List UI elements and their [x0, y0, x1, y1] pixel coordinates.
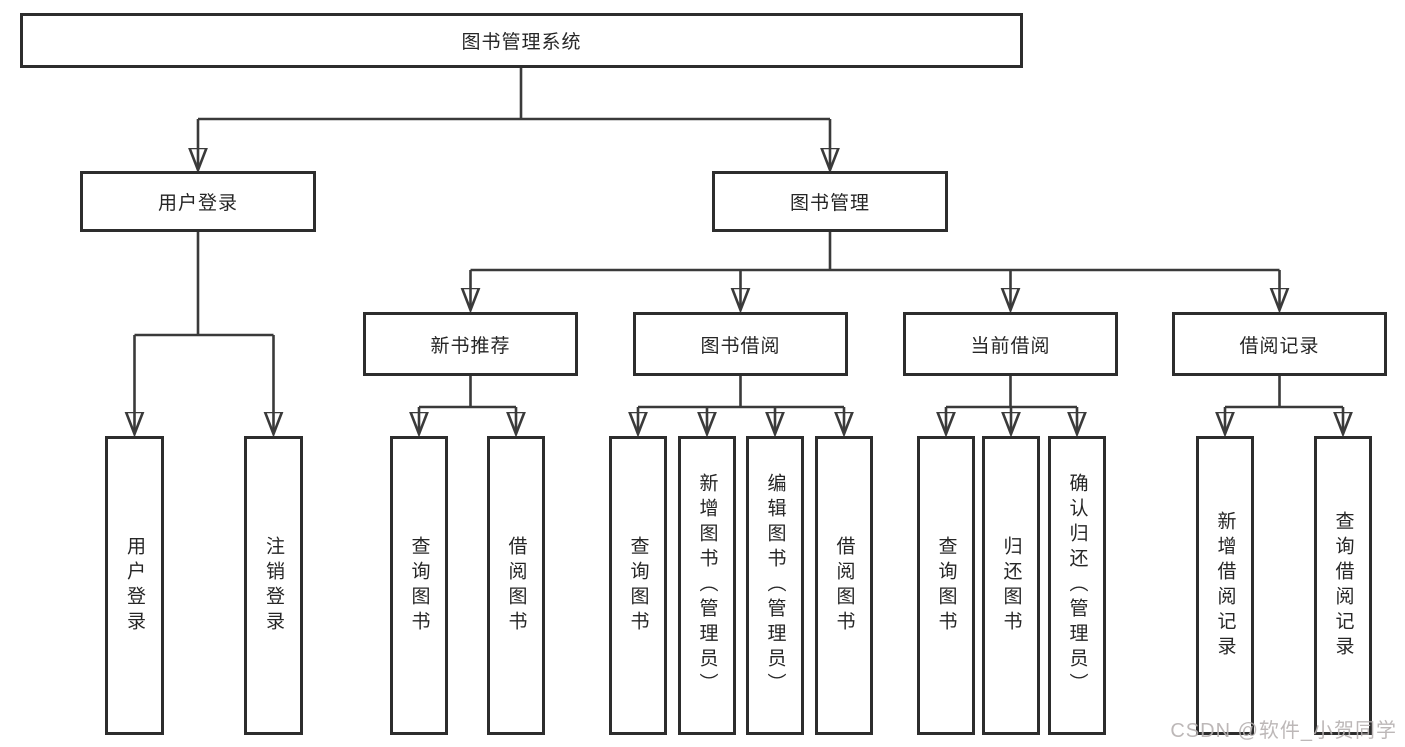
leaf-bb-borrow-books: 借阅图书	[815, 436, 873, 735]
node-user-login: 用户登录	[80, 171, 316, 232]
connector-bookmgmt-to-sections	[470, 232, 1280, 272]
node-label: 图书管理	[789, 193, 870, 214]
node-borrowing-records: 借阅记录	[1172, 312, 1387, 376]
leaf-label: 编辑图书（管理员）	[764, 473, 786, 698]
node-label: 用户登录	[157, 193, 238, 214]
node-label: 新书推荐	[430, 335, 511, 357]
connector-bookborrow-to-leaves	[638, 376, 844, 409]
leaf-label: 查询图书	[627, 535, 649, 636]
node-current-borrowing: 当前借阅	[903, 312, 1118, 376]
connector-borrowrecords-to-leaves	[1225, 376, 1343, 409]
connector-currentborrow-to-leaves	[946, 376, 1077, 409]
leaf-cb-confirm-return-admin: 确认归还（管理员）	[1048, 436, 1106, 735]
leaf-bb-add-books-admin: 新增图书（管理员）	[678, 436, 736, 735]
leaf-label: 借阅图书	[833, 535, 855, 636]
connector-userlogin-to-leaves	[134, 232, 274, 337]
leaf-label: 新增图书（管理员）	[696, 473, 718, 698]
leaf-label: 用户登录	[124, 535, 145, 636]
node-book-management: 图书管理	[712, 171, 948, 232]
leaf-label: 归还图书	[1000, 535, 1022, 636]
leaf-nbr-borrow-books: 借阅图书	[487, 436, 545, 735]
leaf-bb-edit-books-admin: 编辑图书（管理员）	[746, 436, 804, 735]
leaf-br-add-record: 新增借阅记录	[1196, 436, 1254, 735]
leaf-label: 查询图书	[935, 535, 957, 636]
leaf-label: 新增借阅记录	[1214, 510, 1236, 661]
leaf-br-query-record: 查询借阅记录	[1314, 436, 1372, 735]
node-new-book-recommend: 新书推荐	[363, 312, 578, 376]
node-label: 当前借阅	[970, 335, 1051, 357]
leaf-label: 注销登录	[263, 535, 284, 636]
leaf-bb-query-books: 查询图书	[609, 436, 667, 735]
csdn-watermark: CSDN @软件_小贺同学	[1170, 720, 1397, 742]
leaf-label: 查询图书	[408, 535, 430, 636]
leaf-label: 查询借阅记录	[1332, 510, 1354, 661]
leaf-logout: 注销登录	[244, 436, 303, 735]
node-book-borrowing: 图书借阅	[633, 312, 848, 376]
leaf-label: 确认归还（管理员）	[1066, 473, 1088, 698]
node-label: 借阅记录	[1239, 335, 1320, 357]
node-label: 图书管理系统	[461, 32, 582, 53]
node-root-library-system: 图书管理系统	[20, 13, 1023, 68]
connector-root-to-branches	[198, 68, 830, 121]
leaf-user-login: 用户登录	[105, 436, 164, 735]
leaf-nbr-query-books: 查询图书	[390, 436, 448, 735]
leaf-cb-return-books: 归还图书	[982, 436, 1040, 735]
leaf-label: 借阅图书	[505, 535, 527, 636]
leaf-cb-query-books: 查询图书	[917, 436, 975, 735]
node-label: 图书借阅	[700, 335, 781, 357]
connector-newbookrec-to-leaves	[419, 376, 516, 409]
